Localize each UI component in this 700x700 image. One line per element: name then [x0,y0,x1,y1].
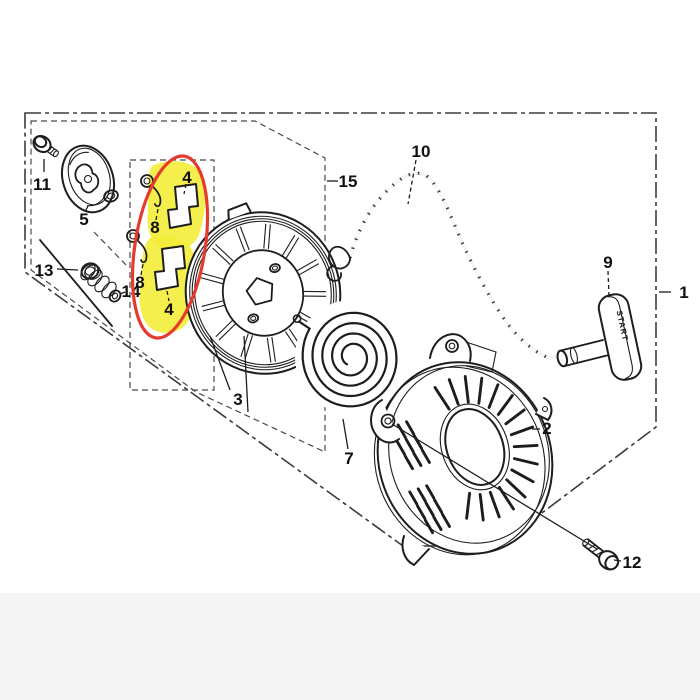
callout-13: 13 [35,261,54,280]
part-5-ratchet-pulley [61,144,119,214]
part-9-starter-grip: START [597,293,643,381]
part-14-spring [39,239,122,327]
callout-10: 10 [412,142,431,161]
callout-15: 15 [339,172,358,191]
callout-4-upper: 4 [182,168,192,187]
subassembly-15-outline [30,120,326,453]
footer-band [0,593,700,700]
callout-14: 14 [122,282,141,301]
rope-knot [328,245,351,270]
callout-4-lower: 4 [164,300,174,319]
cover-vent-slots [388,375,539,535]
callout-1: 1 [679,283,688,302]
part-12-bolt [582,538,620,571]
part-2-cover [370,333,554,566]
part-10-starter-rope [326,171,562,360]
callout-3: 3 [233,390,242,409]
part-11-bolt [32,134,59,158]
callout-12: 12 [623,553,642,572]
callout-7: 7 [344,449,353,468]
part5-axis-dash [93,231,130,269]
callout-labels: 1 2 3 4 4 5 7 8 8 9 10 11 12 13 14 15 [33,142,689,572]
callout-11: 11 [33,175,51,194]
part-13-nut [80,262,102,280]
callout-8-upper: 8 [150,218,159,237]
callout-8-lower: 8 [135,273,144,292]
part-5-washer [103,189,119,203]
leader-lines [43,159,671,562]
part-4-pawl-lower [154,245,186,302]
callout-9: 9 [603,253,612,272]
rope-ferrule [556,339,608,368]
part-4-pawl-upper [167,183,199,229]
callout-5: 5 [79,210,88,229]
callout-2: 2 [542,419,551,438]
part-7-spiral-spring [292,300,409,414]
highlight-ring [130,154,210,340]
